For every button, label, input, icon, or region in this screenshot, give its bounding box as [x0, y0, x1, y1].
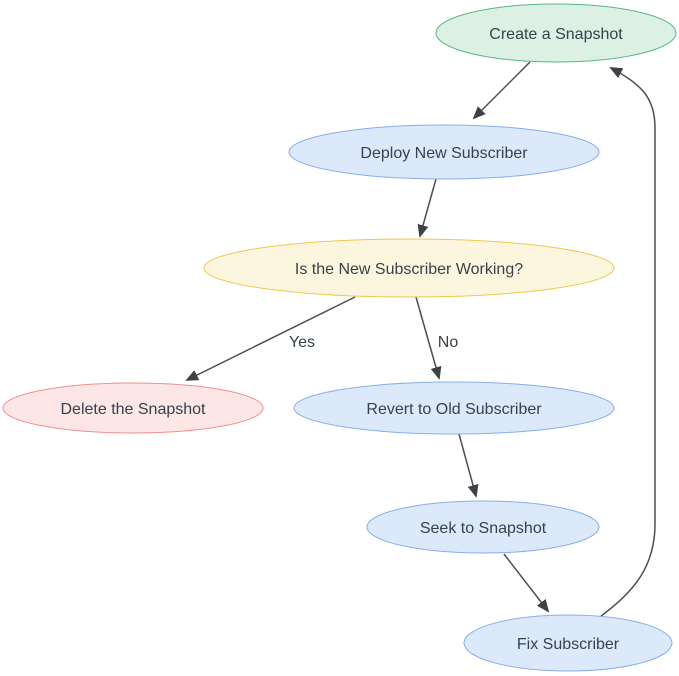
- node-deploy-new-subscriber-label: Deploy New Subscriber: [360, 145, 528, 162]
- node-seek-to-snapshot-shape: [366, 500, 600, 554]
- node-revert-old-subscriber-label: Revert to Old Subscriber: [366, 401, 542, 418]
- node-create-snapshot-shape: [435, 3, 677, 63]
- edge-deploy-to-isworking: [417, 178, 437, 238]
- node-fix-subscriber-label: Fix Subscriber: [517, 636, 620, 653]
- node-delete-snapshot-label: Delete the Snapshot: [61, 401, 207, 418]
- node-seek-to-snapshot: Seek to Snapshot: [366, 500, 600, 554]
- node-deploy-new-subscriber-shape: [288, 124, 600, 180]
- node-create-snapshot: Create a Snapshot: [435, 3, 677, 63]
- node-fix-subscriber: Fix Subscriber: [463, 614, 673, 672]
- edge-create-to-deploy: [472, 61, 531, 120]
- edge-label-yes: Yes: [289, 334, 315, 351]
- node-deploy-new-subscriber: Deploy New Subscriber: [288, 124, 600, 180]
- edge-fix-to-create-feedback: [600, 67, 656, 617]
- node-seek-to-snapshot-label: Seek to Snapshot: [420, 520, 547, 537]
- edges: [185, 61, 656, 617]
- node-revert-old-subscriber: Revert to Old Subscriber: [293, 381, 615, 435]
- edge-yes-isworking-to-delete: [185, 296, 356, 381]
- edge-seek-to-fix: [503, 553, 550, 613]
- edge-revert-to-seek: [458, 433, 479, 498]
- node-is-working-label: Is the New Subscriber Working?: [295, 261, 523, 278]
- node-delete-snapshot: Delete the Snapshot: [2, 382, 264, 434]
- edge-label-no: No: [438, 334, 459, 351]
- node-revert-old-subscriber-shape: [293, 381, 615, 435]
- node-delete-snapshot-shape: [2, 382, 264, 434]
- edge-no-isworking-to-revert: [415, 296, 442, 380]
- nodes: Create a Snapshot Deploy New Subscriber …: [2, 3, 677, 672]
- node-is-working-shape: [203, 238, 615, 298]
- node-is-working: Is the New Subscriber Working?: [203, 238, 615, 298]
- node-fix-subscriber-shape: [463, 614, 673, 672]
- edge-labels: Yes No: [289, 334, 458, 351]
- node-create-snapshot-label: Create a Snapshot: [489, 26, 623, 43]
